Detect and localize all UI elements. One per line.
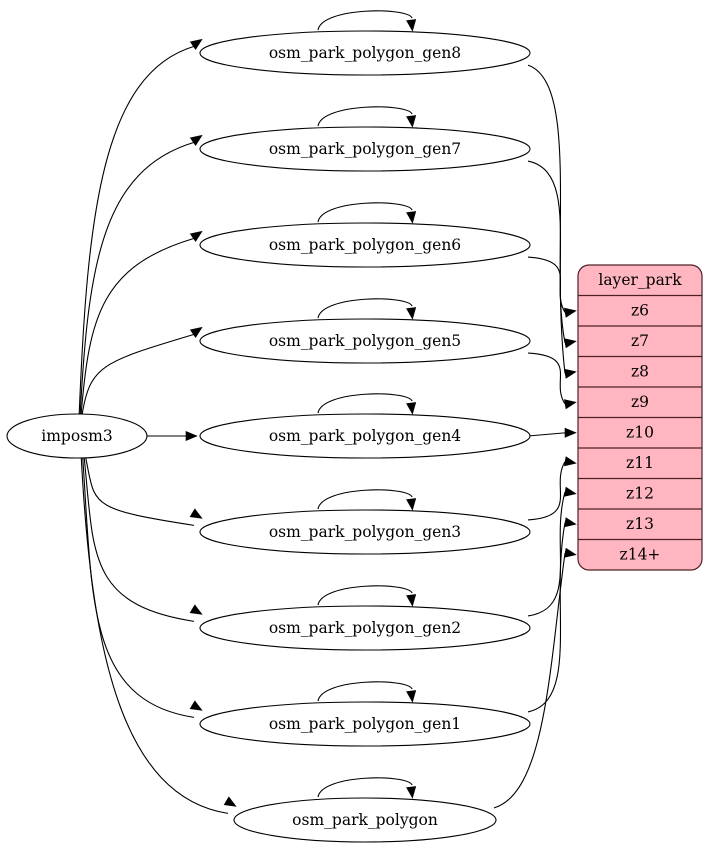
node-label-gen8: osm_park_polygon_gen8 <box>269 44 461 62</box>
arrowhead-imposm3-base <box>223 796 237 807</box>
table-row-z10[interactable]: z10 <box>626 423 654 441</box>
edge-gen6-z6 <box>527 256 566 313</box>
table-row-z8[interactable]: z8 <box>631 362 649 380</box>
node-gen2[interactable] <box>199 605 531 651</box>
arrowhead-selfloop-gen3 <box>406 498 417 511</box>
arrowhead-gen1-z13 <box>563 517 577 528</box>
table-row-z9[interactable]: z9 <box>631 393 649 411</box>
node-gen8[interactable] <box>199 30 531 76</box>
arrowhead-selfloop-gen4 <box>406 402 417 415</box>
arrowhead-selfloop-base <box>406 786 417 799</box>
node-base[interactable] <box>233 797 497 843</box>
node-label-gen2: osm_park_polygon_gen2 <box>269 619 461 637</box>
edge-imposm3-gen7 <box>79 141 195 416</box>
edge-selfloop-gen3 <box>317 489 413 510</box>
node-imposm3[interactable] <box>6 413 148 459</box>
arrowhead-imposm3-gen5 <box>189 326 203 338</box>
edge-imposm3-gen5 <box>81 333 195 416</box>
arrowhead-gen8-z8 <box>563 368 577 379</box>
node-label-gen7: osm_park_polygon_gen7 <box>269 140 461 158</box>
table-row-z12[interactable]: z12 <box>626 484 654 502</box>
table-row-z11[interactable]: z11 <box>626 454 654 472</box>
nodes-layer: imposm3 osm_park_polygon_gen8 osm_park_pol… <box>6 30 531 843</box>
edge-selfloop-gen1 <box>317 681 413 702</box>
node-label-gen4: osm_park_polygon_gen4 <box>269 427 461 445</box>
edge-gen4-z10 <box>527 432 567 437</box>
node-label-base: osm_park_polygon <box>292 811 438 829</box>
arrowhead-gen5-z9 <box>563 399 577 410</box>
arrowhead-gen7-z7 <box>563 338 577 349</box>
arrowhead-gen2-z12 <box>563 486 577 497</box>
edge-selfloop-gen5 <box>317 298 413 319</box>
edge-imposm3-gen2 <box>83 456 195 622</box>
table-row-z13[interactable]: z13 <box>626 515 654 533</box>
edge-gen7-z7 <box>527 160 566 343</box>
arrowhead-gen3-z11 <box>563 456 577 467</box>
node-label-imposm3: imposm3 <box>41 427 112 445</box>
arrowhead-gen6-z6 <box>563 307 577 318</box>
node-gen6[interactable] <box>199 222 531 268</box>
node-label-gen1: osm_park_polygon_gen1 <box>269 715 461 733</box>
edge-gen1-z13 <box>527 522 566 713</box>
edge-selfloop-gen8 <box>317 10 413 31</box>
arrowhead-selfloop-gen6 <box>406 211 417 224</box>
arrowhead-gen4-z10 <box>564 427 577 438</box>
arrowhead-imposm3-gen7 <box>189 134 203 146</box>
table-row-z14+[interactable]: z14+ <box>620 545 661 563</box>
arrowhead-imposm3-gen3 <box>189 508 203 519</box>
table-row-z6[interactable]: z6 <box>631 301 649 319</box>
node-gen1[interactable] <box>199 701 531 747</box>
node-label-gen5: osm_park_polygon_gen5 <box>269 332 461 350</box>
edge-selfloop-gen7 <box>317 106 413 127</box>
edge-imposm3-gen6 <box>80 237 195 416</box>
edge-gen3-z11 <box>527 461 566 521</box>
arrowhead-imposm3-gen6 <box>189 230 203 242</box>
edge-gen5-z9 <box>527 352 566 405</box>
table-title: layer_park <box>598 271 682 289</box>
arrowhead-imposm3-gen1 <box>189 700 203 711</box>
edge-gen8-z8 <box>527 64 566 374</box>
node-label-gen6: osm_park_polygon_gen6 <box>269 236 461 254</box>
arrowhead-selfloop-gen2 <box>406 594 417 607</box>
table-row-z7[interactable]: z7 <box>631 332 649 350</box>
edge-base-z14+ <box>493 553 566 809</box>
edge-imposm3-gen1 <box>82 456 195 718</box>
edge-selfloop-base <box>317 777 413 798</box>
edge-selfloop-gen6 <box>317 202 413 223</box>
node-gen5[interactable] <box>199 318 531 364</box>
arrowhead-imposm3-gen8 <box>189 38 203 50</box>
edge-selfloop-gen4 <box>317 393 413 414</box>
arrowhead-imposm3-gen2 <box>189 604 203 615</box>
edge-imposm3-gen3 <box>85 456 195 526</box>
edge-selfloop-gen2 <box>317 585 413 606</box>
arrowhead-selfloop-gen1 <box>406 690 417 703</box>
arrowhead-imposm3-gen4 <box>185 430 198 442</box>
arrowhead-selfloop-gen8 <box>406 19 417 32</box>
node-gen4[interactable] <box>199 413 531 459</box>
arrowhead-selfloop-gen7 <box>406 115 417 128</box>
arrowhead-selfloop-gen5 <box>406 307 417 320</box>
node-gen3[interactable] <box>199 509 531 555</box>
arrowhead-base-z14+ <box>563 547 577 558</box>
edge-imposm3-base <box>80 456 229 814</box>
node-gen7[interactable] <box>199 126 531 172</box>
node-label-gen3: osm_park_polygon_gen3 <box>269 523 461 541</box>
layer-park-table[interactable]: layer_park z6 z7 z8 z9 z10 z11 z12 z13 z14+ <box>577 264 703 571</box>
edges-layer <box>78 10 577 814</box>
edge-imposm3-gen8 <box>78 45 195 416</box>
